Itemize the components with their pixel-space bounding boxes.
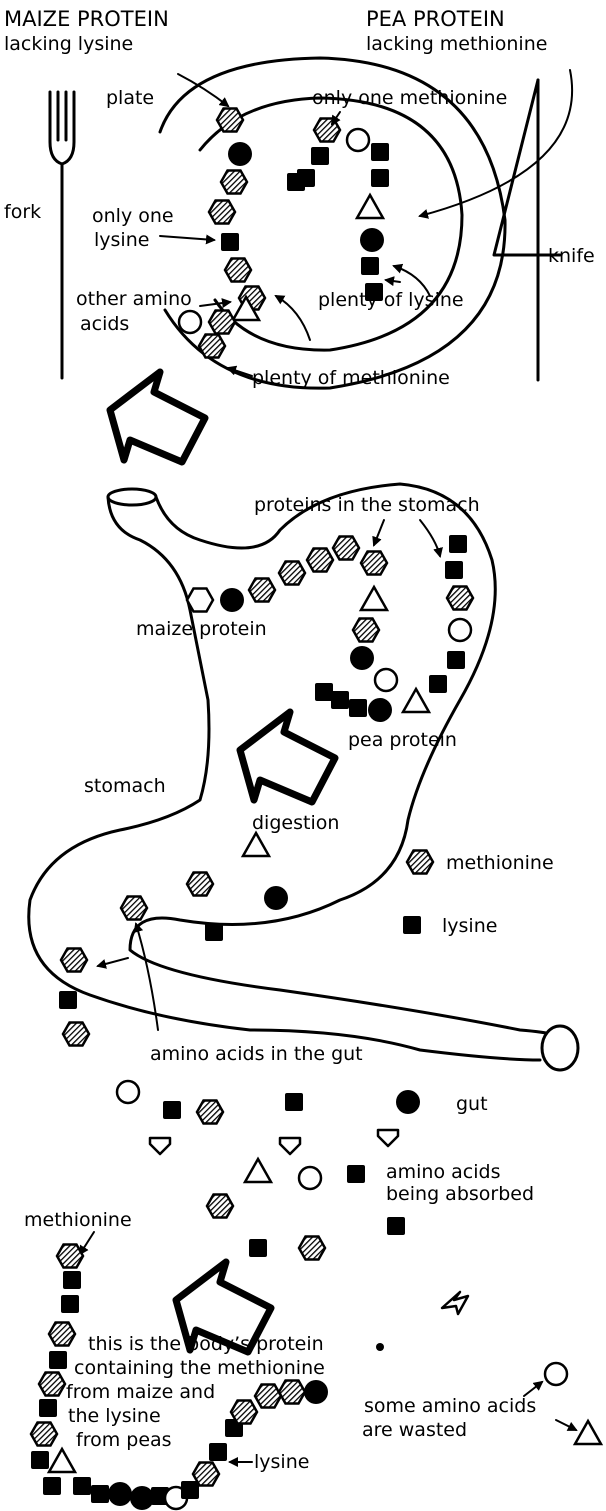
plenty-of-lysine-label: plenty of lysine xyxy=(318,289,464,311)
wasted-amino-acids xyxy=(545,1363,601,1444)
body-text-2: containing the methionine xyxy=(74,1357,325,1379)
wasted-label-1: some amino acids xyxy=(364,1395,536,1417)
wasted-label-2: are wasted xyxy=(362,1419,467,1441)
body-text-1: this is the body’s protein xyxy=(88,1333,324,1355)
digestion-label: digestion xyxy=(252,812,339,834)
stomach-maize-chain xyxy=(187,537,397,692)
gut-label: gut xyxy=(456,1093,488,1115)
body-methionine-label: methionine xyxy=(24,1209,132,1231)
legend: methionine lysine xyxy=(403,851,554,938)
big-arrow-icon xyxy=(110,372,205,462)
body-lysine-label: lysine xyxy=(254,1451,309,1473)
proteins-arrow-1 xyxy=(374,520,384,545)
maize-protein-chain xyxy=(179,109,265,358)
plate-arrow xyxy=(178,74,228,106)
gut-arrow-1 xyxy=(98,958,128,966)
only-one-lysine-label-1: only one xyxy=(92,205,174,227)
plenty-lysine-arrow xyxy=(386,280,400,282)
only-one-lysine-arrow xyxy=(160,236,214,240)
body-methionine-arrow xyxy=(80,1232,94,1254)
absorption-arrows xyxy=(150,1130,398,1154)
pea-protein-chain xyxy=(287,119,389,302)
dot-marker xyxy=(376,1343,384,1351)
fork-icon xyxy=(50,92,74,378)
proteins-in-stomach-label: proteins in the stomach xyxy=(254,494,480,516)
maize-protein-subtitle: lacking lysine xyxy=(4,33,133,55)
stomach-label: stomach xyxy=(84,775,166,797)
pea-protein-title: PEA PROTEIN xyxy=(366,7,505,31)
other-amino-acids-label-1: other amino xyxy=(76,288,192,310)
only-one-lysine-label-2: lysine xyxy=(94,229,149,251)
body-text-5: from peas xyxy=(76,1429,172,1451)
body-text-4: the lysine xyxy=(68,1405,161,1427)
knife-label: knife xyxy=(548,245,595,267)
other-amino-acids-label-2: acids xyxy=(80,313,129,335)
absorbed-label-1: amino acids xyxy=(386,1161,500,1183)
digestion-arrow-icon xyxy=(240,712,335,802)
amino-acids-in-gut-label: amino acids in the gut xyxy=(150,1043,363,1065)
body-text-3: from maize and xyxy=(66,1381,215,1403)
plate-label: plate xyxy=(106,87,154,109)
maize-protein-title: MAIZE PROTEIN xyxy=(4,7,169,31)
plenty-of-methionine-label: plenty of methionine xyxy=(252,367,450,389)
absorbed-amino-acids xyxy=(207,1159,405,1260)
pea-protein-label: pea protein xyxy=(348,729,457,751)
wasted-arrow-2 xyxy=(556,1420,576,1430)
absorbed-label-2: being absorbed xyxy=(386,1183,534,1205)
wasted-arrow-1 xyxy=(524,1382,542,1396)
plenty-methionine-arrow-2 xyxy=(276,296,310,340)
gut-end xyxy=(542,1026,578,1070)
stomach-pea-chain xyxy=(315,535,473,722)
small-arrow-icon xyxy=(442,1292,468,1314)
legend-methionine-label: methionine xyxy=(446,852,554,874)
maize-protein-label: maize protein xyxy=(136,618,267,640)
digested-amino-acids xyxy=(59,833,288,1046)
legend-lysine-label: lysine xyxy=(442,915,497,937)
only-one-methionine-label: only one methionine xyxy=(312,87,507,109)
legend-methionine-icon xyxy=(407,851,433,874)
gut-amino-acids xyxy=(117,1081,420,1124)
fork-label: fork xyxy=(4,201,41,223)
pea-protein-subtitle: lacking methionine xyxy=(366,33,547,55)
legend-lysine-icon xyxy=(403,916,421,934)
proteins-arrow-2 xyxy=(420,520,440,556)
